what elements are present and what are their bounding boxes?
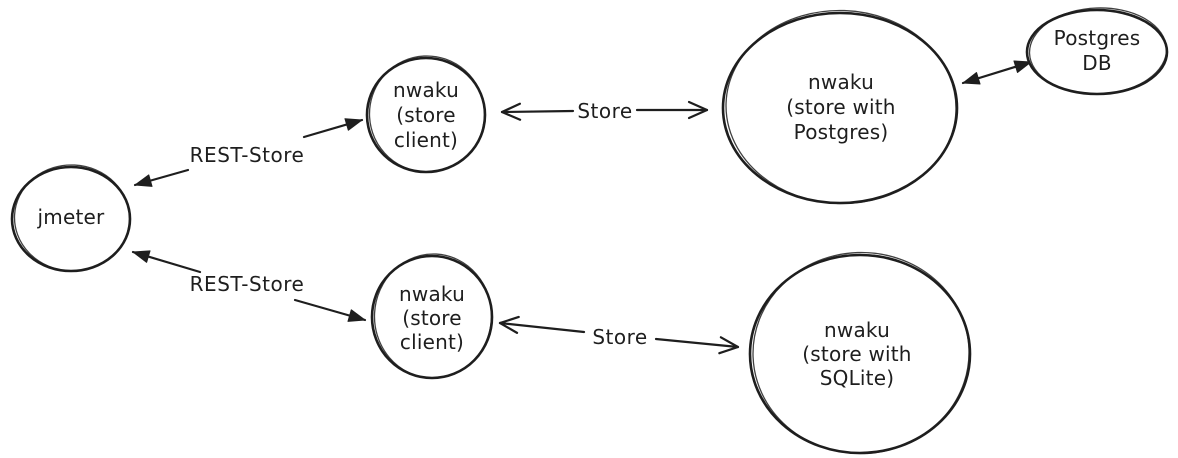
node-label-line: nwaku [808,70,874,94]
node-nwaku-store-sqlite: nwaku (store with SQLite) [748,251,972,455]
node-label-line: nwaku [824,318,890,342]
node-nwaku-store-client-bottom: nwaku (store client) [370,253,494,380]
node-label-line: nwaku [399,282,465,306]
edge-postgres-link [961,60,1033,85]
node-label-line: Postgres [1054,26,1141,50]
node-label-line: (store [396,103,456,127]
edge-label-rest-store-top: REST-Store [190,143,305,167]
edge-label-rest-store-bottom: REST-Store [190,272,305,296]
node-jmeter-label: jmeter [37,205,105,229]
node-label-line: (store with [802,342,911,366]
edge-store-top: Store [500,99,709,123]
edge-label-store-top: Store [577,99,632,123]
node-label-line: (store [402,306,462,330]
node-label-line: client) [394,128,458,152]
edge-rest-store-bottom: REST-Store [131,250,367,322]
node-label-line: SQLite) [820,366,895,390]
node-label-line: (store with [786,95,895,119]
edge-rest-store-top: REST-Store [133,118,364,187]
node-label-line: DB [1082,51,1112,75]
node-nwaku-store-postgres: nwaku (store with Postgres) [721,9,959,205]
node-nwaku-store-client-top: nwaku (store client) [365,55,487,174]
node-label-line: nwaku [393,78,459,102]
node-label-line: Postgres) [794,120,889,144]
node-postgres-db: Postgres DB [1025,7,1169,96]
node-label-line: client) [400,330,464,354]
edge-label-store-bottom: Store [592,325,647,349]
node-jmeter: jmeter [10,164,132,273]
edge-store-bottom: Store [498,315,740,355]
